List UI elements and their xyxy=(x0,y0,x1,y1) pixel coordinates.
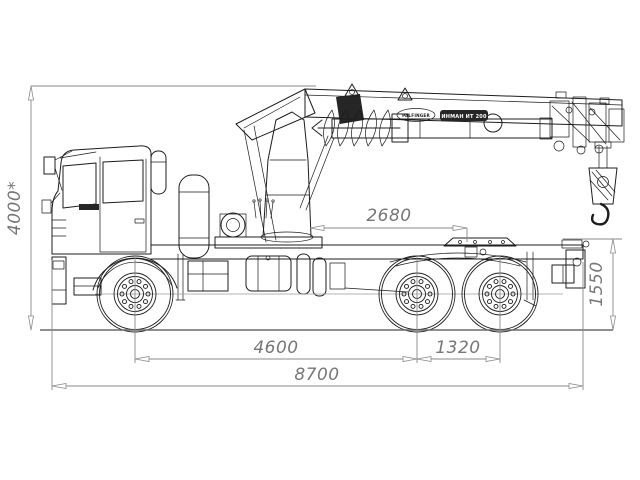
air-intake-snorkel xyxy=(150,150,167,195)
dimension-bogie-spacing: 1320 xyxy=(416,338,501,362)
dimension-wheelbase: 4600 xyxy=(134,338,418,362)
overall-height-label: 4000* xyxy=(5,181,25,235)
tow-hitch xyxy=(572,257,582,267)
dimension-fifth-wheel-height: 1550 xyxy=(563,238,622,331)
air-filter xyxy=(178,174,210,259)
dimension-crane-to-fifth-wheel: 2680 xyxy=(309,206,468,242)
fuel-tank xyxy=(245,255,292,292)
fifth-wheel-height-label: 1550 xyxy=(587,261,607,306)
model-label: ИНМАН ИТ 200 xyxy=(441,114,487,120)
air-receivers xyxy=(296,253,346,297)
hook xyxy=(590,202,610,226)
model-plate xyxy=(440,110,488,121)
kamaz-badge xyxy=(79,204,99,210)
crane-to-fifth-wheel-label: 2680 xyxy=(366,206,411,226)
fifth-wheel xyxy=(443,237,517,258)
dimension-overall-height: 4000* xyxy=(5,85,316,331)
overall-length-label: 8700 xyxy=(294,365,339,385)
hook-block xyxy=(588,141,618,226)
brand-logo xyxy=(396,108,436,122)
mirror xyxy=(43,156,56,175)
winch xyxy=(220,212,246,238)
wheelbase-label: 4600 xyxy=(253,338,298,358)
boom-tip-machinery xyxy=(549,91,625,155)
lifting-lugs xyxy=(344,83,413,101)
auger xyxy=(311,109,409,147)
brand-label: PALFINGER xyxy=(402,113,430,118)
dimension-overall-length: 8700 xyxy=(51,365,584,389)
crane-boom: PALFINGER ИНМАН ИТ 200 xyxy=(235,83,623,141)
truck-cab xyxy=(41,145,186,305)
cab-step xyxy=(73,277,102,296)
rear-end xyxy=(523,239,590,307)
toolbox xyxy=(187,260,229,292)
dimension-extension-lines xyxy=(51,256,584,390)
crane-column xyxy=(243,111,335,243)
bogie-spacing-label: 1320 xyxy=(435,338,480,358)
chassis-frame xyxy=(150,244,584,293)
